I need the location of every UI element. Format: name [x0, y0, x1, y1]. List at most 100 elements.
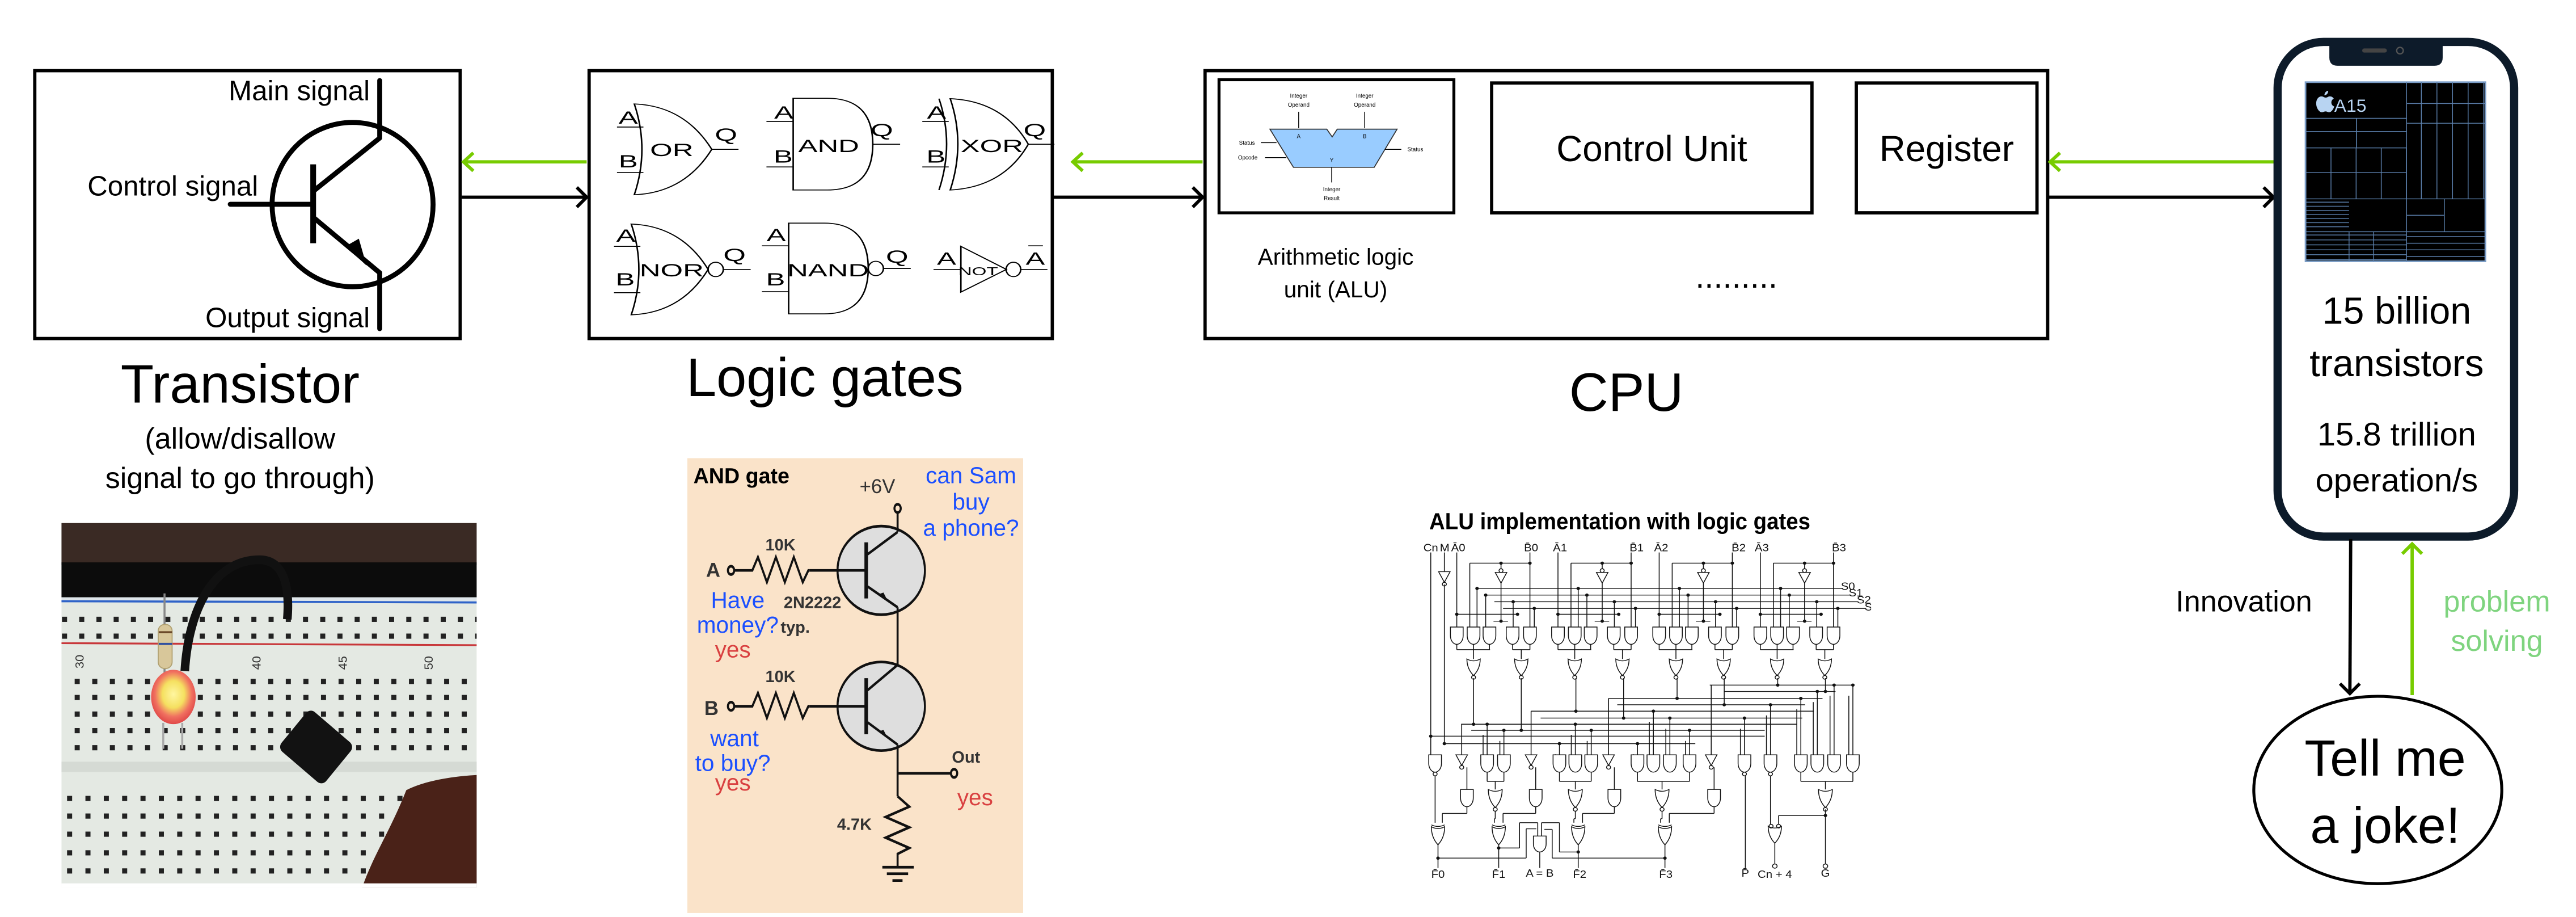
xor-label: XOR: [961, 136, 1023, 156]
and-gate-icon: [1607, 789, 1621, 807]
nor-gate-icon: [1492, 826, 1506, 846]
question-line1: can Sam: [926, 462, 1016, 488]
schematic-junction: [1600, 619, 1604, 623]
inverter-icon: [1438, 571, 1451, 583]
alu-top-label: M: [1440, 542, 1450, 554]
breadboard-hole: [441, 616, 446, 622]
breadboard-hole: [324, 868, 330, 874]
schematic-junction: [1851, 683, 1855, 687]
schematic-junction: [1779, 587, 1783, 590]
schematic-junction: [1686, 593, 1690, 597]
schematic-junction: [1657, 612, 1661, 616]
breadboard-hole: [287, 796, 293, 801]
inversion-bubble-icon: [1498, 568, 1504, 573]
resistor-icon: [158, 624, 173, 670]
resistor-a-value: 10K: [766, 536, 796, 554]
breadboard-hole: [103, 813, 109, 819]
breadboard-hole: [197, 728, 203, 734]
breadboard-hole: [103, 831, 109, 837]
breadboard-hole: [233, 728, 238, 734]
schematic-junction: [1585, 593, 1589, 597]
breadboard-hole: [250, 813, 256, 819]
breadboard-hole: [159, 813, 164, 819]
inversion-bubble-icon: [1673, 675, 1679, 680]
breadboard-hole: [109, 728, 115, 734]
breadboard-hole: [195, 850, 201, 856]
breadboard-hole: [92, 679, 98, 684]
breadboard-hole: [391, 679, 396, 684]
breadboard-hole: [127, 728, 133, 734]
breadboard-hole: [423, 616, 429, 622]
inversion-bubble-icon: [1822, 675, 1827, 680]
breadboard-hole: [391, 728, 396, 734]
schematic-junction: [1713, 600, 1717, 604]
breadboard-hole: [479, 728, 484, 733]
alu-bottom-label: Ḡ: [1821, 867, 1830, 880]
breadboard-hole: [444, 679, 449, 684]
schematic-junction: [1617, 612, 1621, 616]
phone-notch: [2329, 39, 2443, 66]
hand: [362, 775, 477, 887]
register-label: Register: [1880, 128, 2014, 169]
breadboard-hole: [268, 728, 273, 734]
resistor-out-value: 4.7K: [837, 816, 872, 834]
breadboard-hole: [285, 679, 291, 684]
breadboard-hole: [234, 616, 239, 622]
phone: A15 15 billion transistors 15.8 trillion…: [2273, 37, 2519, 541]
breadboard-number: 40: [250, 656, 264, 670]
breadboard-hole: [197, 745, 203, 751]
breadboard-hole: [200, 633, 205, 639]
breadboard-hole: [250, 711, 256, 717]
schematic-junction: [1730, 561, 1734, 565]
breadboard-hole: [127, 679, 133, 684]
breadboard-hole: [406, 633, 412, 639]
breadboard-hole: [320, 633, 326, 639]
question-line2: buy: [952, 489, 990, 515]
breadboard-hole: [74, 711, 80, 717]
breadboard-numbers: 30 40 45 50: [72, 655, 436, 670]
inverter-icon: [1697, 572, 1710, 584]
nor-gate-icon: [1466, 658, 1481, 676]
breadboard-hole: [426, 728, 432, 734]
breadboard-hole: [109, 679, 115, 684]
and-gate-icon: [1786, 626, 1800, 645]
schematic-junction: [1589, 729, 1593, 732]
and-gate-icon: [1450, 626, 1464, 645]
breadboard-hole: [356, 695, 361, 700]
nor-gate-icon: [1488, 788, 1503, 809]
cpu-section: Integer Operand Integer Operand A B Y St…: [1203, 69, 2050, 423]
register-box: [1855, 81, 2039, 214]
breadboard-hole: [409, 728, 414, 734]
led-icon: [151, 670, 196, 725]
or-input-a: A: [619, 108, 639, 128]
breadboard-hole: [214, 813, 219, 819]
answer-out: yes: [957, 784, 993, 810]
breadboard-hole: [232, 850, 238, 856]
breadboard-hole: [320, 679, 326, 684]
breadboard-hole: [232, 813, 238, 819]
schematic-junction: [1502, 729, 1506, 732]
breadboard-hole: [287, 813, 293, 819]
transistor-title: Transistor: [121, 354, 360, 415]
and-gate-icon: [1646, 754, 1661, 773]
and-gate-icon: [1551, 626, 1565, 645]
breadboard-hole: [67, 868, 73, 874]
nand-gate-icon: [762, 222, 911, 314]
breadboard-hole: [85, 796, 91, 801]
breadboard-hole: [250, 679, 256, 684]
and-output: Q: [871, 120, 893, 140]
resistor-b-icon: [734, 689, 810, 721]
breadboard-hole: [122, 850, 128, 856]
breadboard-hole: [145, 728, 150, 734]
breadboard-hole: [145, 745, 150, 751]
and-gate-icon: [1631, 754, 1645, 773]
alu-status-out: Status: [1408, 146, 1424, 153]
alu-icon: Integer Operand Integer Operand A B Y St…: [1238, 93, 1424, 201]
breadboard-hole: [214, 796, 219, 801]
breadboard-hole: [305, 831, 311, 837]
schematic-junction: [1574, 709, 1578, 713]
breadboard-hole: [200, 616, 205, 622]
and-gate-panel: AND gate +6V 10K 10K 4.7K A B 2N2222 typ…: [687, 458, 1023, 913]
nor-gate-icon: [1658, 826, 1673, 846]
schematic-junction: [1722, 703, 1726, 706]
